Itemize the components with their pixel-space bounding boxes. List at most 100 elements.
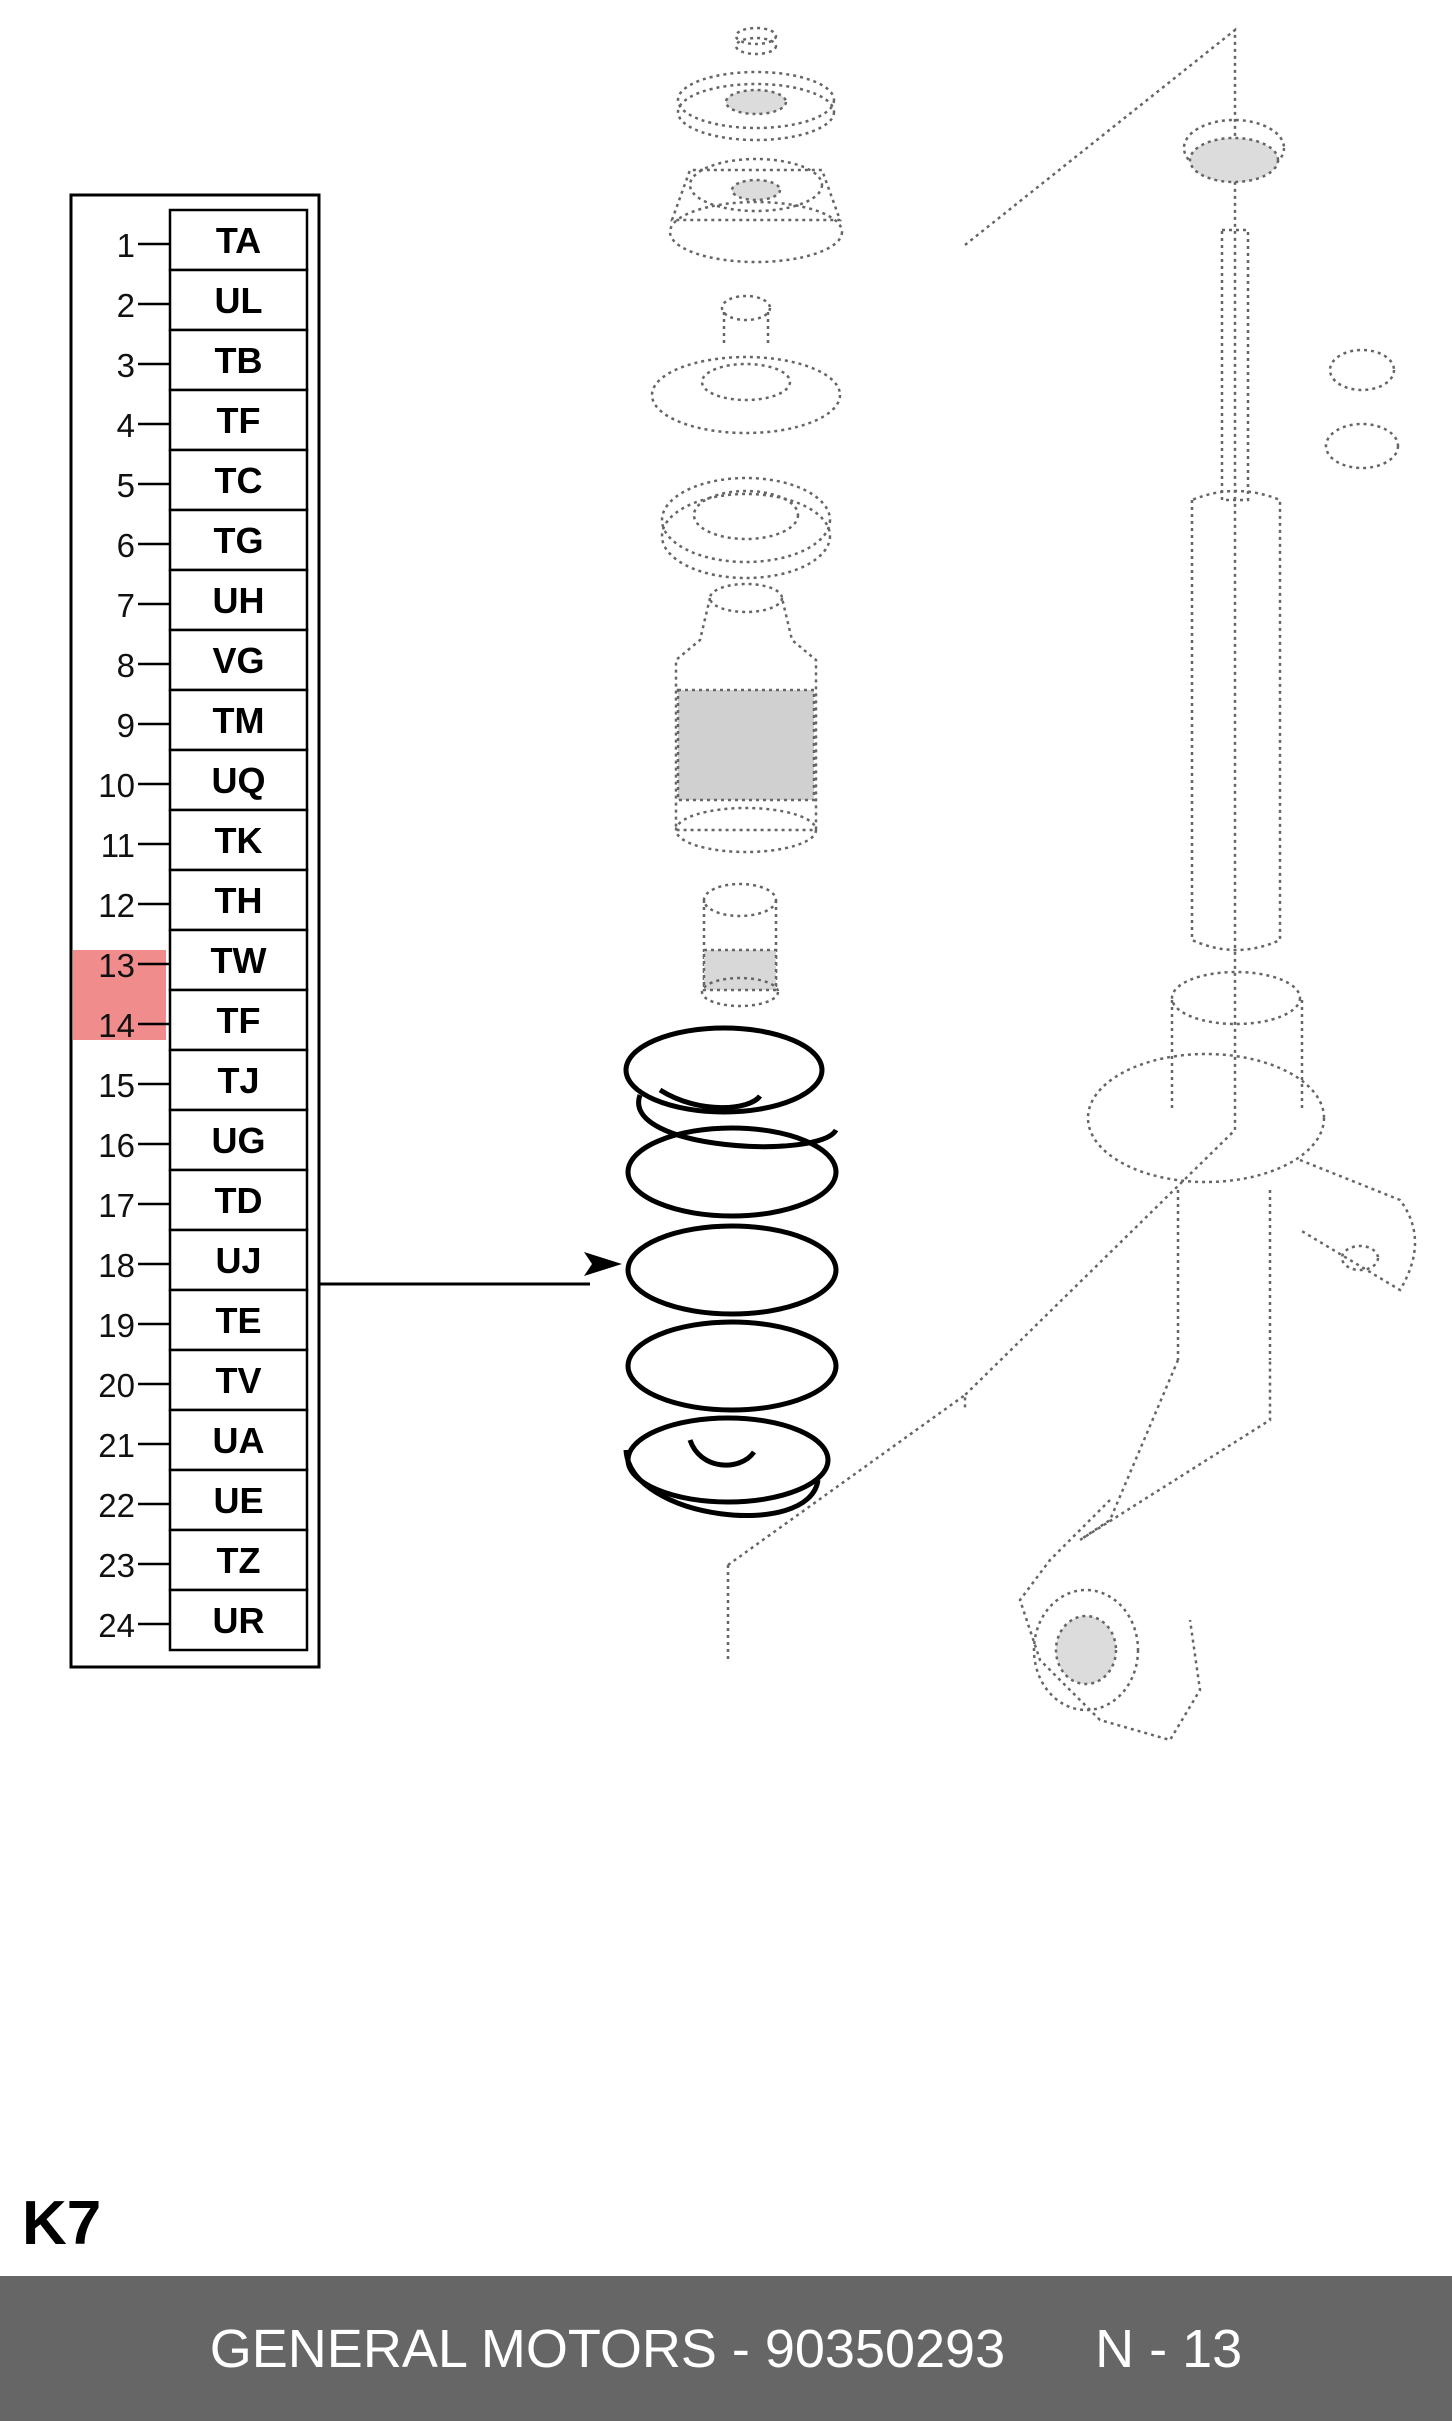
part-code: TE	[215, 1300, 261, 1341]
row-number: 16	[98, 1127, 135, 1164]
row-number: 21	[98, 1427, 135, 1464]
table-row[interactable]: 7 UH	[117, 568, 309, 632]
code-cell	[168, 1588, 309, 1652]
code-cell	[168, 1408, 309, 1472]
code-cell	[168, 508, 309, 572]
row-number: 24	[98, 1607, 135, 1644]
part-code: TB	[215, 340, 263, 381]
part-code: TK	[215, 820, 263, 861]
code-cell	[168, 628, 309, 692]
row-number: 12	[98, 887, 135, 924]
part-code: TG	[214, 520, 264, 561]
table-row[interactable]: 15 TJ	[98, 1048, 309, 1112]
pointer-arrow	[320, 1252, 622, 1286]
code-cell	[168, 1288, 309, 1352]
dust-boot	[674, 582, 818, 854]
part-code: TM	[213, 700, 265, 741]
row-number: 23	[98, 1547, 135, 1584]
row-number: 5	[117, 467, 135, 504]
table-row[interactable]: 6 TG	[117, 508, 309, 572]
part-code: TF	[217, 400, 261, 441]
part-code: TH	[215, 880, 263, 921]
table-row[interactable]: 9 TM	[117, 688, 309, 752]
row-number: 15	[98, 1067, 135, 1104]
spring-seat	[660, 476, 832, 580]
bearing-plate	[650, 294, 842, 435]
assembled-strut	[1018, 118, 1417, 1742]
part-code: UH	[213, 580, 265, 621]
code-cell	[168, 988, 309, 1052]
row-number: 9	[117, 707, 135, 744]
code-cell	[168, 928, 309, 992]
part-code: UQ	[212, 760, 266, 801]
part-code: TF	[217, 1000, 261, 1041]
part-code: TC	[215, 460, 263, 501]
row-number: 1	[117, 227, 135, 264]
table-row[interactable]: 12 TH	[98, 868, 309, 932]
code-cell	[168, 1228, 309, 1292]
code-cell	[168, 868, 309, 932]
row-number: 14	[98, 1007, 135, 1044]
table-row[interactable]: 10 UQ	[98, 748, 309, 812]
part-code: TV	[215, 1360, 261, 1401]
table-row[interactable]: 14 TF	[98, 988, 309, 1052]
part-code: TJ	[217, 1060, 259, 1101]
footer-bar: GENERAL MOTORS - 90350293 N - 13	[0, 2276, 1452, 2421]
code-cell	[168, 1468, 309, 1532]
row-number: 17	[98, 1187, 135, 1224]
part-code: TW	[211, 940, 267, 981]
table-row[interactable]: 11 TK	[101, 808, 309, 872]
code-cell	[168, 688, 309, 752]
row-number: 10	[98, 767, 135, 804]
row-number: 19	[98, 1307, 135, 1344]
section-label: K7	[22, 2189, 102, 2258]
strut-mount	[668, 157, 844, 264]
part-code: UG	[212, 1120, 266, 1161]
code-cell	[168, 448, 309, 512]
row-number: 6	[117, 527, 135, 564]
code-cell	[168, 1108, 309, 1172]
code-cell	[168, 568, 309, 632]
table-row[interactable]: 8 VG	[117, 628, 309, 692]
row-number: 7	[117, 587, 135, 624]
code-cell	[168, 1528, 309, 1592]
code-cell	[168, 748, 309, 812]
top-mount-cap	[734, 26, 778, 56]
part-code: UJ	[215, 1240, 261, 1281]
row-number: 4	[117, 407, 135, 444]
table-row[interactable]: 17 TD	[98, 1168, 309, 1232]
table-row[interactable]: 16 UG	[98, 1108, 309, 1172]
coil-spring[interactable]	[623, 1025, 839, 1518]
background-panel-right	[964, 27, 1237, 1396]
table-row[interactable]: 1 TA	[117, 208, 309, 272]
code-cell	[168, 208, 309, 272]
table-row[interactable]: 3 TB	[117, 328, 309, 392]
code-cell	[168, 1168, 309, 1232]
row-number: 11	[101, 827, 135, 864]
row-number: 8	[117, 647, 135, 684]
table-row[interactable]: 19 TE	[98, 1288, 309, 1352]
part-code: VG	[212, 640, 264, 681]
part-code: TA	[216, 220, 261, 261]
row-number: 13	[98, 947, 135, 984]
footer-text: GENERAL MOTORS - 90350293 N - 13	[209, 2318, 1243, 2379]
bump-stop	[700, 882, 780, 1008]
part-code: TD	[215, 1180, 263, 1221]
code-cell	[168, 808, 309, 872]
background-panel-bottom	[727, 1392, 967, 1567]
table-row[interactable]: 5 TC	[117, 448, 309, 512]
table-row[interactable]: 13 TW	[98, 928, 309, 992]
code-cell	[168, 388, 309, 452]
code-cell	[168, 328, 309, 392]
row-number: 20	[98, 1367, 135, 1404]
table-row[interactable]: 4 TF	[117, 388, 309, 452]
row-number: 3	[117, 347, 135, 384]
